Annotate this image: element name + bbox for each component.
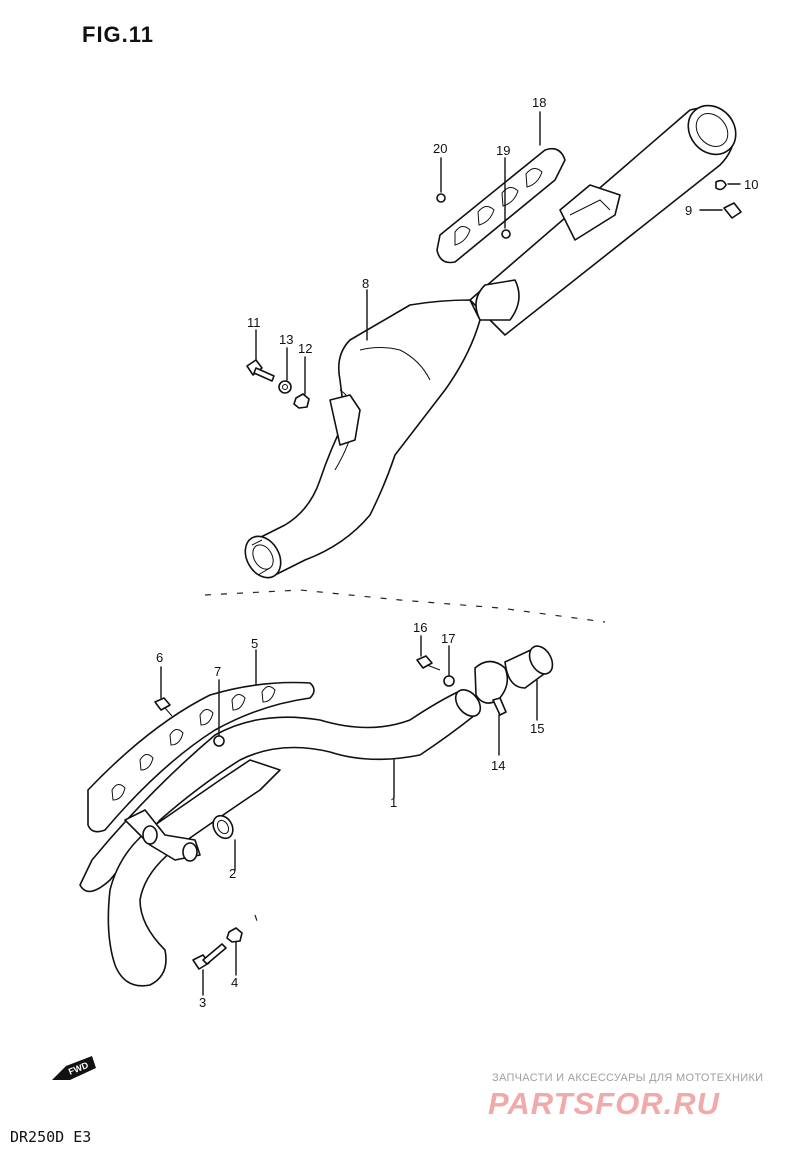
callout-20: 20 <box>433 141 447 156</box>
callout-16: 16 <box>413 620 427 635</box>
callout-14: 14 <box>491 758 505 773</box>
callout-17: 17 <box>441 631 455 646</box>
callout-10: 10 <box>744 177 758 192</box>
model-code: DR250D E3 <box>10 1128 92 1146</box>
forward-arrow: FWD <box>52 1056 96 1080</box>
heat-shield-lower <box>87 681 315 833</box>
callout-1: 1 <box>390 795 397 810</box>
callout-9: 9 <box>685 203 692 218</box>
callout-5: 5 <box>251 636 258 651</box>
hardware-upper <box>246 179 742 409</box>
exhaust-pipe <box>79 689 482 987</box>
pipe-clamp-and-joint <box>474 645 554 716</box>
leader-lines <box>160 111 741 996</box>
callout-11: 11 <box>247 315 261 330</box>
heat-shield-upper <box>436 147 566 264</box>
callout-18: 18 <box>532 95 546 110</box>
callout-4: 4 <box>231 975 238 990</box>
callout-6: 6 <box>156 650 163 665</box>
callout-13: 13 <box>279 332 293 347</box>
callout-8: 8 <box>362 276 369 291</box>
muffler-assembly <box>244 104 737 579</box>
callout-numbers: 1 2 3 4 5 6 7 8 9 10 11 12 13 14 15 16 1… <box>156 95 758 1010</box>
callout-7: 7 <box>214 664 221 679</box>
callout-15: 15 <box>530 721 544 736</box>
callout-19: 19 <box>496 143 510 158</box>
watermark-brand: PARTSFOR.RU <box>488 1086 721 1121</box>
watermark-subtitle: ЗАПЧАСТИ И АКСЕССУАРЫ ДЛЯ МОТОТЕХНИКИ <box>492 1072 764 1084</box>
callout-12: 12 <box>298 341 312 356</box>
callout-2: 2 <box>229 866 236 881</box>
figure-title: FIG.11 <box>82 22 155 47</box>
callout-3: 3 <box>199 995 206 1010</box>
hardware-lower <box>154 655 455 970</box>
